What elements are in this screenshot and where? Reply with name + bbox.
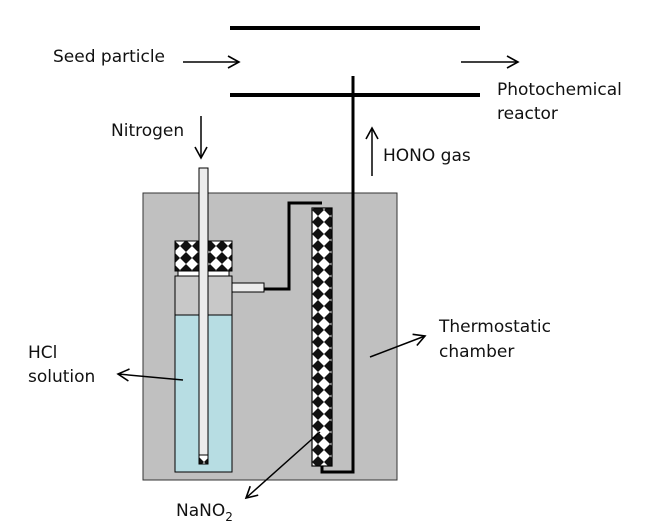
nano2-label-main: NaNO — [176, 501, 225, 521]
bubbler-tip — [198, 454, 209, 465]
bottle-side-outlet — [231, 282, 265, 293]
hcl-pointer — [116, 368, 184, 382]
nano2-pointer — [244, 431, 321, 500]
hono-gas-label: HONO gas — [383, 146, 471, 166]
hcl-label-line1: HCl — [28, 343, 57, 363]
outlet-tubing — [264, 201, 322, 291]
nano2-label: NaNO2 — [176, 501, 233, 524]
photochemical-label-line1: Photochemical — [497, 80, 622, 100]
nano2-column — [311, 207, 333, 467]
thermostatic-label-line2: chamber — [439, 342, 514, 362]
hono-tubing — [320, 76, 355, 474]
hcl-label-line2: solution — [28, 367, 95, 387]
nitrogen-label: Nitrogen — [111, 121, 184, 141]
thermostatic-pointer — [369, 333, 427, 358]
thermostatic-label-line1: Thermostatic — [438, 317, 551, 337]
photochemical-label-line2: reactor — [497, 104, 558, 124]
seed-particle-label: Seed particle — [53, 47, 165, 67]
nano2-label-subscript: 2 — [225, 510, 233, 524]
nitrogen-tube — [198, 167, 209, 464]
